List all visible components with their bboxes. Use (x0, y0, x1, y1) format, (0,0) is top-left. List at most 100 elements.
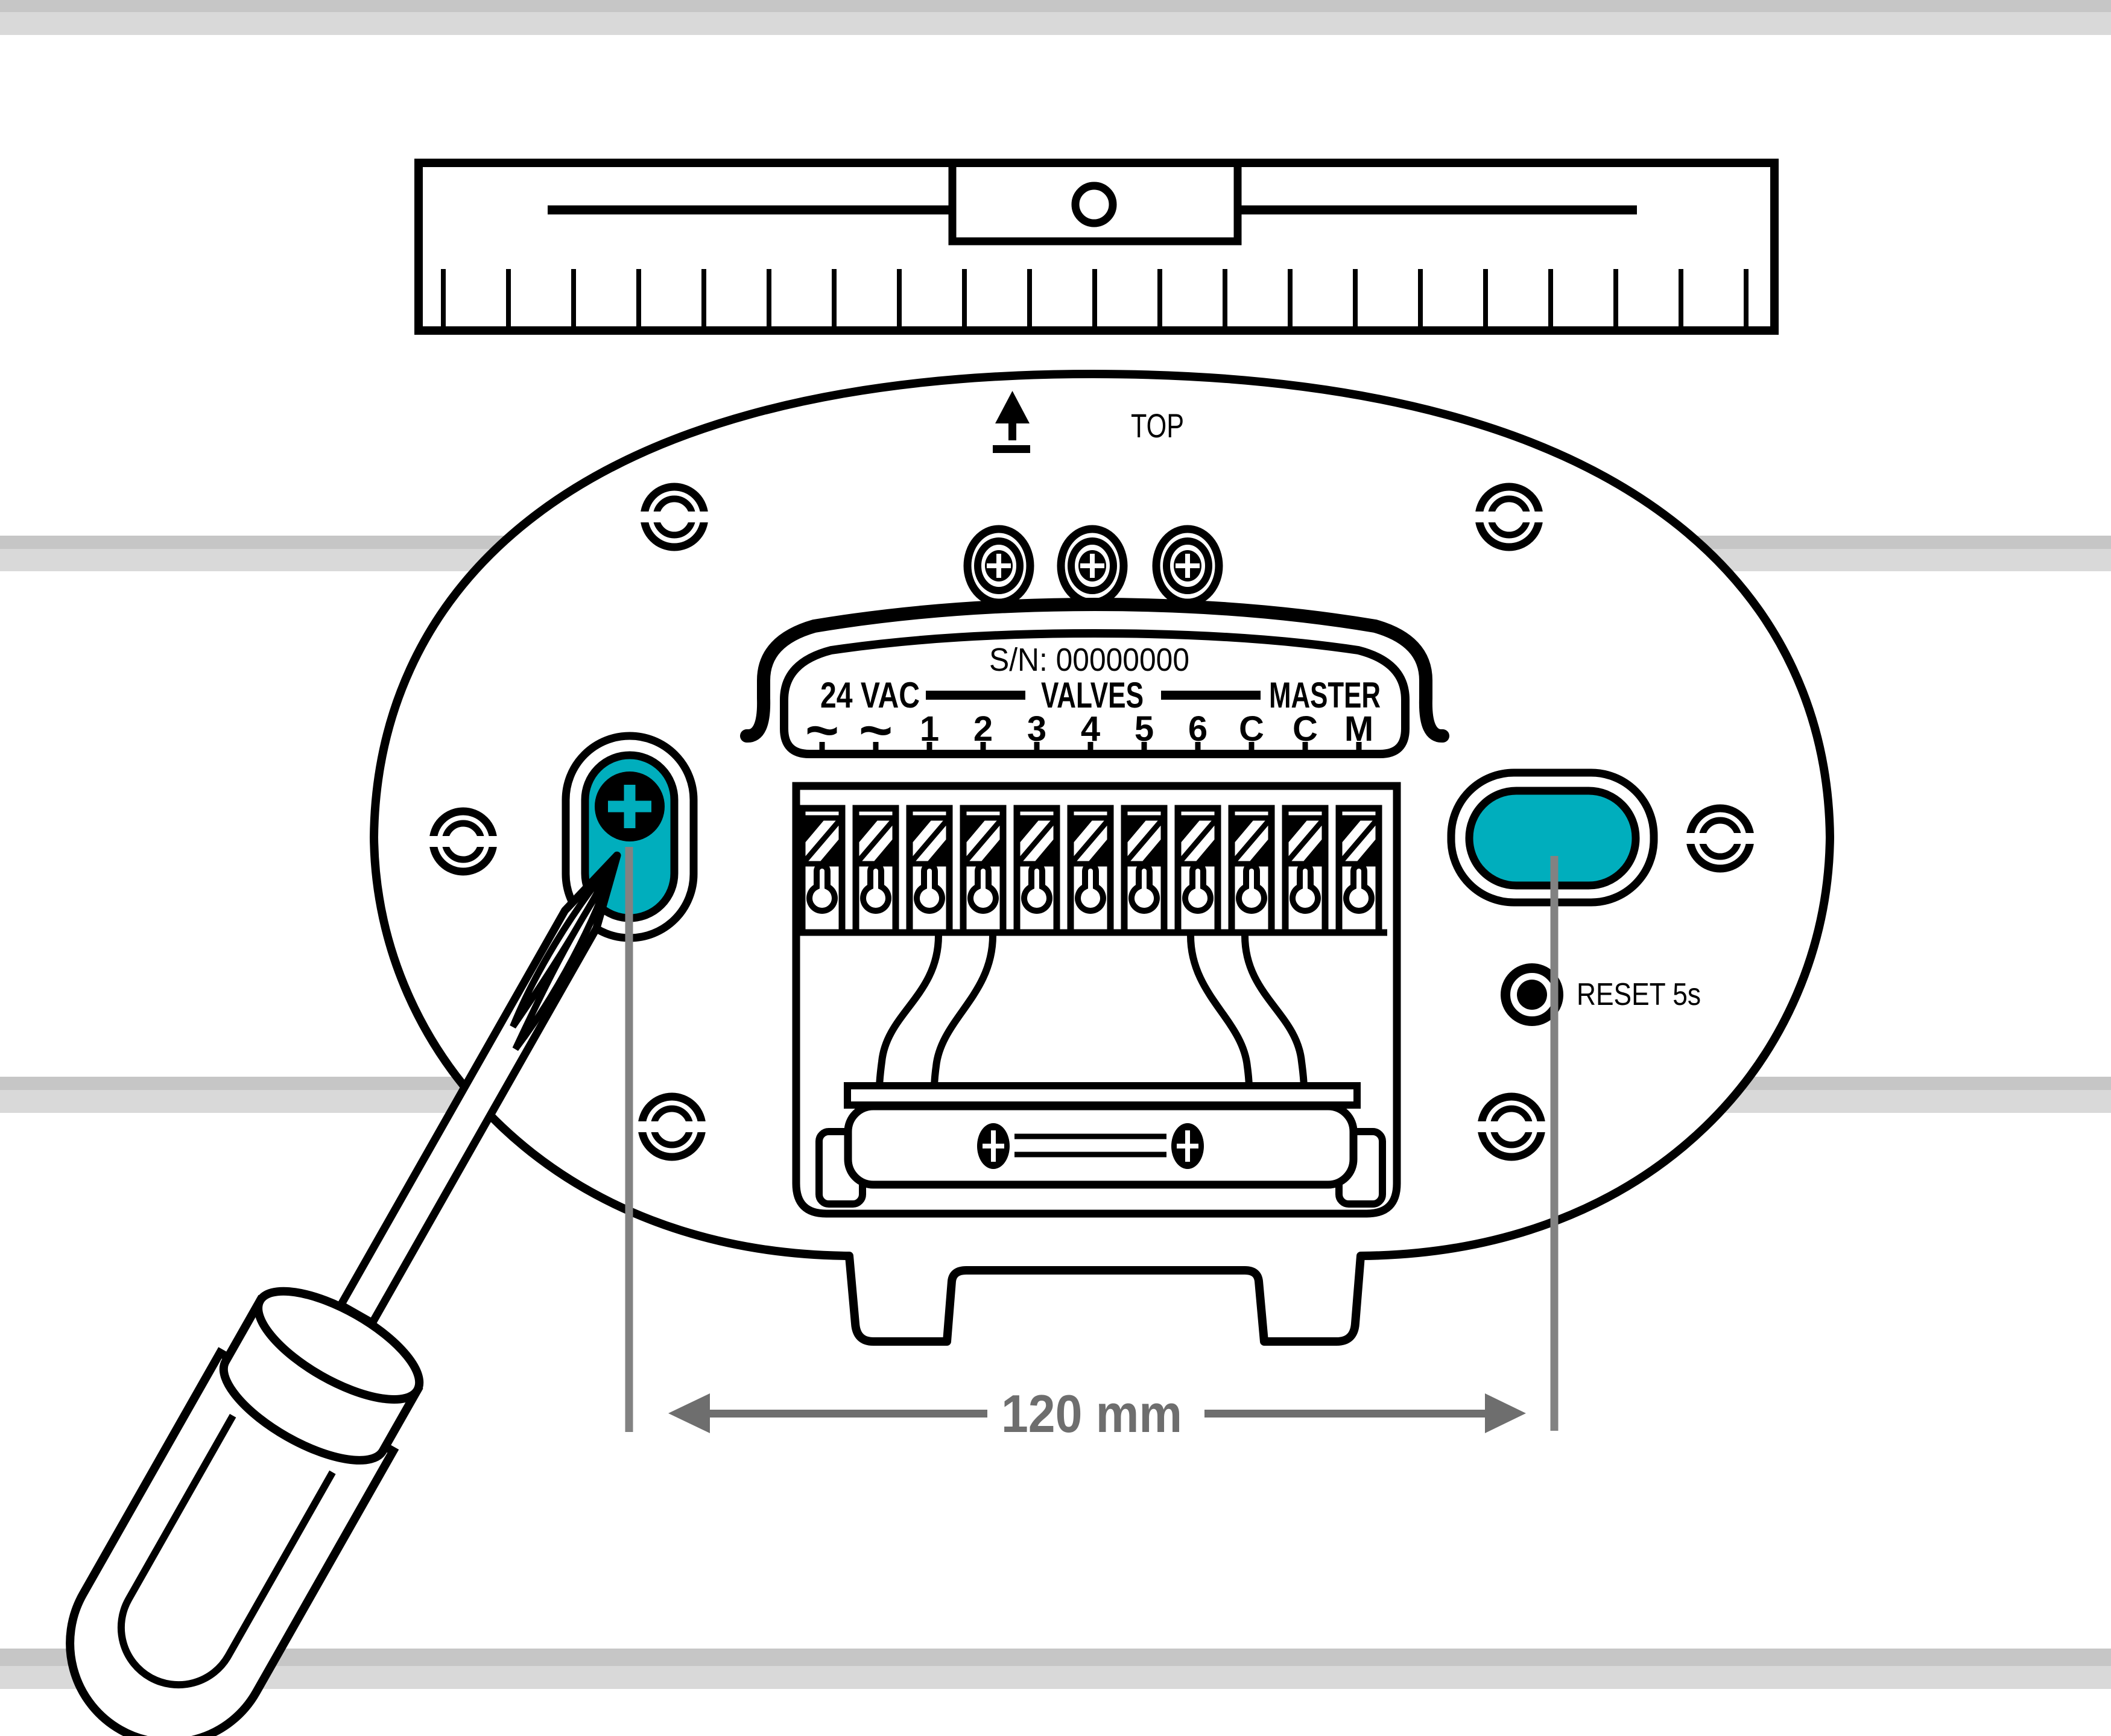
terminal-strip (1282, 805, 1329, 936)
strip-diagonal (1124, 819, 1164, 863)
ruler-ticks (441, 269, 1749, 326)
screwdriver-collar-top (254, 1287, 424, 1404)
cable-clamp (815, 1082, 1386, 1208)
ruler-tick (1288, 269, 1293, 326)
phillips-screw-icon (1057, 525, 1128, 607)
strip-wedge (1288, 820, 1307, 843)
phillips-screw-icon (1152, 525, 1223, 607)
terminal-strip (1013, 805, 1060, 936)
strip-keyhole (967, 863, 999, 914)
terminal-dome-outline (740, 597, 1449, 743)
dimension-120mm: 120 mm (668, 1384, 1526, 1443)
phillips-cross-icon (1177, 1144, 1198, 1148)
siding-shadow-light (0, 12, 2111, 35)
ruler-tick (767, 269, 771, 326)
mounting-screw-holes (426, 483, 1758, 1161)
terminal-index-tick (1195, 742, 1201, 755)
strip-diagonal (910, 819, 949, 863)
strip-wedge (1127, 820, 1146, 843)
strip-wedge (1019, 820, 1039, 843)
terminal-index-tick (873, 742, 879, 755)
strip-wedge (858, 820, 878, 843)
ruler-tick (636, 269, 641, 326)
strip-diagonal (802, 819, 842, 863)
strip-diagonal (1017, 819, 1057, 863)
right-fixing-button[interactable] (1447, 768, 1658, 907)
level-hole-icon (1071, 182, 1117, 227)
phillips-cross-icon (1176, 563, 1200, 568)
ruler-tick (571, 269, 576, 326)
screw-slot-icon (1472, 483, 1546, 551)
screw-slot-icon (637, 483, 712, 551)
terminal-index-tick (1087, 742, 1093, 755)
strip-wedge (966, 820, 985, 843)
phillips-cross-icon (987, 563, 1011, 568)
strip-wedge (1250, 838, 1269, 861)
ruler-tick (1679, 269, 1683, 326)
ruler-tick (1744, 269, 1749, 326)
strip-wedge (1035, 838, 1054, 861)
ruler-tick (1418, 269, 1423, 326)
ruler-tick (441, 269, 446, 326)
top-label: TOP (1131, 407, 1184, 445)
top-phillips-screws (963, 525, 1223, 607)
strip-diagonal (1285, 819, 1325, 863)
terminal-strip (960, 805, 1007, 936)
screw-slot (1683, 833, 1758, 844)
phillips-cross-icon (608, 800, 651, 813)
terminal-strip (852, 805, 899, 936)
strip-wedge (912, 820, 931, 843)
screw-slot-icon (635, 1092, 709, 1161)
ruler-tick (962, 269, 967, 326)
strip-keyhole (1128, 863, 1160, 914)
terminal-index-tick (1249, 742, 1255, 755)
strip-keyhole (1075, 863, 1106, 914)
strip-wedge (1357, 838, 1376, 861)
strip-keyhole (806, 863, 838, 914)
terminal-strip (1121, 805, 1168, 936)
ruler-tick (1027, 269, 1032, 326)
screw-slot (1474, 1121, 1549, 1132)
label-master: MASTER (1269, 675, 1381, 715)
terminal-label-panel (780, 629, 1410, 758)
ruler-tick (1548, 269, 1553, 326)
label-24vac: 24 VAC (820, 675, 920, 715)
strip-diagonal (856, 819, 896, 863)
strip-keyhole (1182, 863, 1214, 914)
terminal-strips (799, 805, 1382, 936)
phillips-cross-icon (1080, 563, 1104, 568)
reset-control: RESET 5s (1501, 963, 1701, 1026)
siding-shadow-dark (0, 0, 2111, 12)
strip-wedge (981, 838, 1001, 861)
clamp-shelf (844, 1082, 1361, 1109)
terminal-index-tick (1034, 742, 1040, 755)
strip-wedge (1196, 838, 1215, 861)
phillips-cross-icon (983, 1144, 1004, 1148)
strip-wedge (1089, 838, 1108, 861)
ruler-tick (1353, 269, 1358, 326)
strip-wedge (1180, 820, 1200, 843)
terminal-strip (1067, 805, 1114, 936)
screw-slot-icon (1474, 1092, 1549, 1161)
terminal-strip (799, 805, 846, 936)
reset-button-center (1517, 980, 1547, 1010)
level-vial-outline (948, 167, 1242, 246)
strip-keyhole (1236, 863, 1267, 914)
strip-wedge (805, 820, 824, 843)
ruler-tick (832, 269, 837, 326)
terminal-strip (1174, 805, 1221, 936)
phillips-screw-icon (963, 525, 1034, 607)
phillips-screw-icon (1171, 1123, 1204, 1169)
screw-slot (637, 512, 712, 522)
wire-channels (876, 935, 1308, 1090)
terminal-index-tick (1141, 742, 1147, 755)
clamp-screws (977, 1123, 1204, 1169)
strip-wedge (874, 838, 893, 861)
strip-wedge (1073, 820, 1092, 843)
arrow-right-icon (1485, 1393, 1526, 1433)
terminal-strip (1335, 805, 1382, 936)
strip-keyhole (1021, 863, 1052, 914)
